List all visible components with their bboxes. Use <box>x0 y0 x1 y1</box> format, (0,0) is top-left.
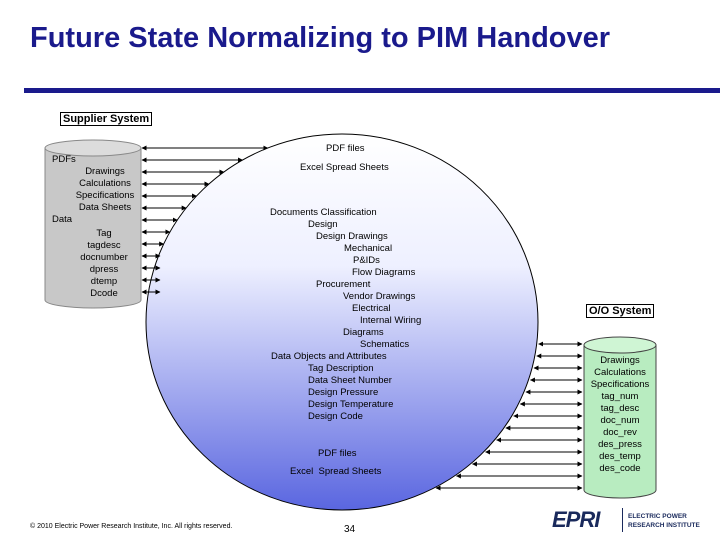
oo-item: doc_num <box>600 415 640 426</box>
ellipse-line: Internal Wiring <box>360 315 422 326</box>
ellipse-line: Design Drawings <box>316 231 388 242</box>
oo-item: Calculations <box>594 367 646 378</box>
oo-item: tag_num <box>601 391 639 402</box>
supplier-item: docnumber <box>80 252 128 263</box>
ellipse-line: Procurement <box>316 279 371 290</box>
oo-system-label: O/O System <box>586 304 655 318</box>
ellipse-line: P&IDs <box>353 255 380 266</box>
ellipse-line: Design Temperature <box>308 399 394 410</box>
supplier-group-heading: Data <box>52 214 73 225</box>
ellipse-line: Documents Classification <box>270 207 377 218</box>
ellipse-line: Design <box>308 219 338 230</box>
oo-item: Specifications <box>590 379 650 390</box>
supplier-cylinder <box>44 139 142 309</box>
oo-item-list: Drawings Calculations Specifications tag… <box>584 355 656 475</box>
oo-item: tag_desc <box>600 403 640 414</box>
ellipse-line: Flow Diagrams <box>352 267 416 278</box>
ellipse-line: Mechanical <box>344 243 393 254</box>
ellipse-line: Tag Description <box>308 363 374 374</box>
ellipse-line: Schematics <box>360 339 410 350</box>
slide-title: Future State Normalizing to PIM Handover <box>30 22 611 54</box>
supplier-data-list: Tag tagdesc docnumber dpress dtemp Dcode <box>71 228 137 300</box>
supplier-pdf-list: Drawings Calculations Specifications Dat… <box>73 166 137 214</box>
logo-text-2: RESEARCH INSTITUTE <box>628 522 701 529</box>
supplier-item: dpress <box>89 264 119 275</box>
ellipse-line: Vendor Drawings <box>343 291 416 302</box>
supplier-item: dtemp <box>90 276 118 287</box>
oo-item: doc_rev <box>603 427 637 438</box>
ellipse-line: Design Code <box>308 411 363 422</box>
supplier-item: Data Sheets <box>78 202 132 213</box>
ellipse-line: Design Pressure <box>308 387 379 398</box>
ellipse-line: Electrical <box>352 303 391 314</box>
logo-mark: EPRI <box>552 507 601 532</box>
oo-cylinder <box>583 336 657 499</box>
supplier-item: Tag <box>96 228 112 239</box>
ellipse-top-label: Excel Spread Sheets <box>300 162 389 173</box>
title-divider <box>24 88 720 93</box>
supplier-item: Dcode <box>90 288 118 299</box>
ellipse-bottom-label: Excel Spread Sheets <box>290 466 382 477</box>
normalization-ellipse <box>145 133 539 511</box>
supplier-arrows <box>141 145 269 295</box>
supplier-item: Drawings <box>85 166 125 177</box>
page-number: 34 <box>344 524 356 535</box>
epri-logo: EPRI ELECTRIC POWER RESEARCH INSTITUTE <box>552 507 701 532</box>
oo-arrows <box>435 341 583 491</box>
supplier-item: Calculations <box>79 178 131 189</box>
supplier-item: tagdesc <box>87 240 121 251</box>
ellipse-line: Data Objects and Attributes <box>271 351 387 362</box>
ellipse-bottom-label: PDF files <box>318 448 357 459</box>
copyright-footer: © 2010 Electric Power Research Institute… <box>30 523 233 530</box>
ellipse-line: Data Sheet Number <box>308 375 392 386</box>
logo-text-1: ELECTRIC POWER <box>628 513 687 520</box>
supplier-group-heading: PDFs <box>52 154 76 165</box>
oo-item: Drawings <box>600 355 640 366</box>
ellipse-top-label: PDF files <box>326 143 365 154</box>
oo-item: des_temp <box>599 451 641 462</box>
oo-item: des_press <box>598 439 642 450</box>
supplier-system-label: Supplier System <box>60 112 153 126</box>
supplier-item: Specifications <box>75 190 135 201</box>
ellipse-line: Diagrams <box>343 327 384 338</box>
oo-item: des_code <box>599 463 641 474</box>
